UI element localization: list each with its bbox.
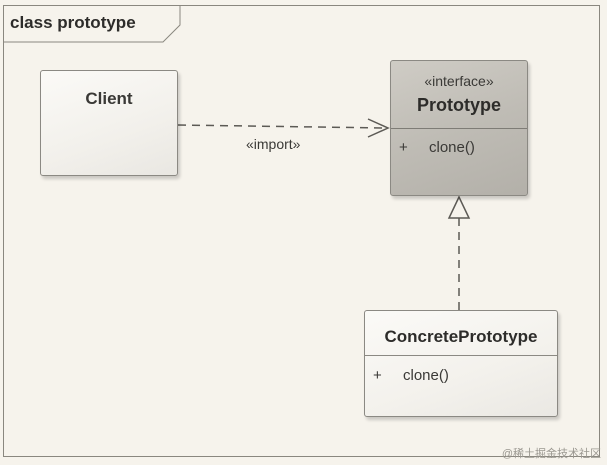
class-name: Client	[85, 89, 133, 108]
realization-triangle	[447, 195, 471, 219]
operation-name: clone()	[429, 139, 475, 156]
watermark: @稀土掘金技术社区	[501, 448, 601, 460]
compartment-divider	[365, 355, 557, 356]
stereotype-label: «interface»	[424, 73, 494, 89]
diagram-frame	[3, 5, 600, 457]
interface-prototype[interactable]: «interface» Prototype + clone()	[390, 60, 528, 196]
operation-row: + clone()	[373, 367, 449, 384]
class-name: Prototype	[416, 95, 501, 115]
operation-name: clone()	[403, 367, 449, 384]
operation-row: + clone()	[399, 139, 475, 156]
dependency-arrowhead	[367, 118, 390, 138]
dependency-label: «import»	[246, 136, 301, 152]
visibility-marker: +	[399, 139, 408, 156]
frame-tab	[3, 5, 181, 43]
class-concrete-prototype[interactable]: ConcretePrototype + clone()	[364, 310, 558, 417]
class-client[interactable]: Client	[40, 70, 178, 176]
visibility-marker: +	[373, 367, 382, 384]
dependency-line	[177, 124, 387, 129]
class-name: ConcretePrototype	[384, 327, 538, 346]
compartment-divider	[391, 128, 527, 129]
frame-title: class prototype	[10, 13, 136, 32]
